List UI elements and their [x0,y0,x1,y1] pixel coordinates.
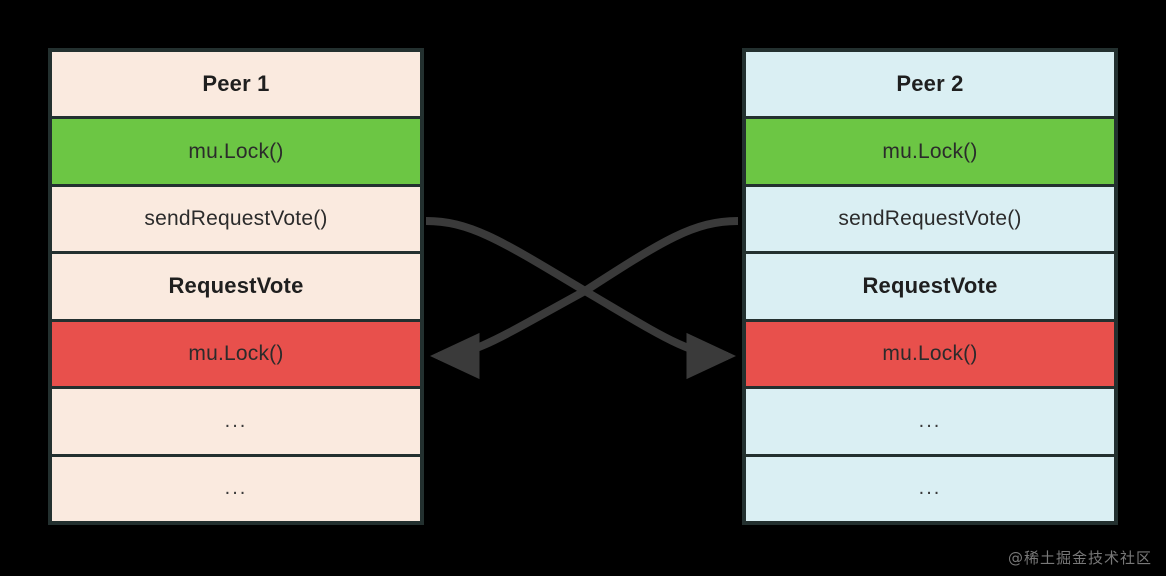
peer-2-row-request-vote-handler: RequestVote [746,254,1114,322]
peer-1-ellipsis-1-label: ... [224,409,248,432]
arrow-peer2-send-to-peer1-lock [430,217,739,380]
peer-2-ellipsis-2-label: ... [918,477,942,500]
peer-2-send-request-vote-label: sendRequestVote() [838,207,1022,231]
peer-1-row-title: Peer 1 [52,52,420,120]
peer-2-row-send-request-vote: sendRequestVote() [746,186,1114,255]
peer-1-row-ellipsis-1: ... [52,389,420,457]
watermark: @稀土掘金技术社区 [1007,549,1152,567]
peer-2-row-ellipsis-2: ... [746,456,1114,521]
peer-2-row-lock-acquired: mu.Lock() [746,119,1114,187]
peer-1-ellipsis-2-label: ... [224,477,248,500]
peer-2-request-vote-handler-label: RequestVote [862,273,998,299]
peer-2-table: Peer 2 mu.Lock() sendRequestVote() Reque… [742,48,1118,525]
peer-1-row-send-request-vote: sendRequestVote() [52,186,420,255]
peer-2-lock-blocked-label: mu.Lock() [882,341,978,365]
arrow-peer1-send-to-peer2-lock [425,217,736,380]
peer-1-title-label: Peer 1 [202,71,270,97]
peer-1-row-lock-blocked: mu.Lock() [52,321,420,390]
peer-2-row-lock-blocked: mu.Lock() [746,321,1114,390]
peer-2-ellipsis-1-label: ... [918,409,942,432]
peer-1-table: Peer 1 mu.Lock() sendRequestVote() Reque… [48,48,424,525]
peer-1-row-ellipsis-2: ... [52,456,420,521]
peer-2-title-label: Peer 2 [896,71,964,97]
peer-2-row-title: Peer 2 [746,52,1114,120]
peer-1-request-vote-handler-label: RequestVote [168,273,304,299]
peer-1-row-lock-acquired: mu.Lock() [52,119,420,187]
peer-1-lock-acquired-label: mu.Lock() [188,139,284,163]
peer-1-lock-blocked-label: mu.Lock() [188,341,284,365]
peer-2-row-ellipsis-1: ... [746,389,1114,457]
peer-2-lock-acquired-label: mu.Lock() [882,139,978,163]
peer-1-row-request-vote-handler: RequestVote [52,254,420,322]
peer-1-send-request-vote-label: sendRequestVote() [144,207,328,231]
